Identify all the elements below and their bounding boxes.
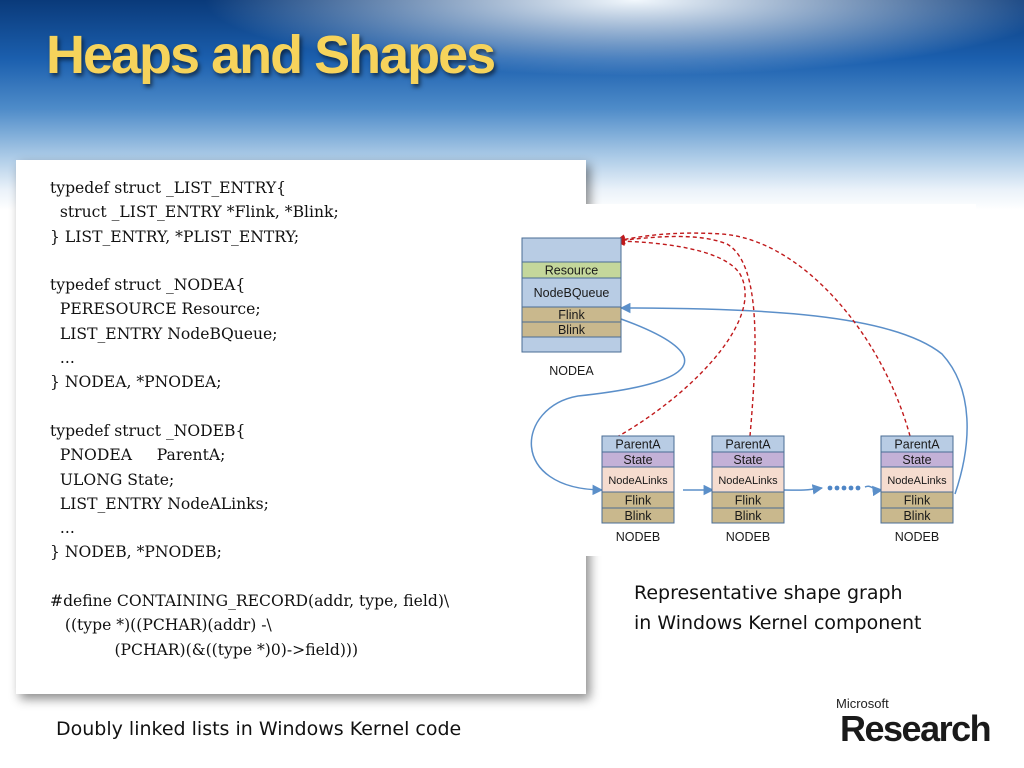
field-label: State [623, 453, 652, 467]
field-nodealinks [711, 466, 785, 493]
shape-graph-svg: ResourceNodeBQueueFlinkBlinkNODEAParentA… [521, 232, 968, 544]
field-label: ParentA [894, 438, 940, 452]
ellipsis-dot [834, 485, 840, 491]
code-caption: Doubly linked lists in Windows Kernel co… [56, 718, 462, 740]
code-line: } NODEB, *PNODEB; [50, 543, 222, 562]
link-nodea-flink-to-nodeb1 [530, 318, 686, 496]
ellipsis-dot [855, 485, 861, 491]
code-line: ... [50, 519, 75, 538]
field-label: Flink [735, 494, 762, 508]
ellipsis-dots [827, 485, 861, 491]
field-label: Blink [734, 509, 762, 523]
field-blink [711, 507, 785, 524]
field-label: Resource [545, 264, 599, 278]
field-label: Blink [624, 509, 652, 523]
link-parenta1-to-nodea [603, 236, 746, 445]
code-line: struct _LIST_ENTRY *Flink, *Blink; [50, 203, 339, 222]
field-label: Flink [625, 494, 652, 508]
field-nodebqueue [521, 277, 622, 308]
link-nodeb3-to-nodea-queue [619, 302, 968, 495]
caption-line-1: Representative shape graph [634, 582, 903, 604]
code-line: LIST_ENTRY NodeALinks; [50, 494, 269, 513]
node-type-label: NODEB [895, 530, 939, 544]
field-label: ParentA [615, 438, 661, 452]
node-type-label: NODEA [549, 364, 594, 378]
field-label: Flink [558, 308, 585, 322]
field-label: NodeALinks [608, 475, 668, 487]
code-line: ((type *)((PCHAR)(addr) -\ [50, 616, 272, 635]
field-blank [521, 237, 622, 263]
field-label: NodeALinks [718, 475, 778, 487]
microsoft-research-logo: Microsoft Research [836, 696, 1006, 754]
field-label: NodeALinks [887, 475, 947, 487]
field-label: Blink [903, 509, 931, 523]
field-label: State [733, 453, 762, 467]
ellipsis-dot [841, 485, 847, 491]
logo-microsoft-text: Microsoft [836, 696, 889, 711]
link-nodeb2-to-dots [782, 484, 824, 495]
code-line: typedef struct _NODEB{ [50, 421, 246, 440]
code-line: ULONG State; [50, 470, 175, 489]
diagram-links [530, 232, 968, 497]
code-panel: typedef struct _LIST_ENTRY{ struct _LIST… [16, 160, 586, 694]
shape-graph-caption: Representative shape graph in Windows Ker… [634, 578, 921, 638]
field-label: Flink [904, 494, 931, 508]
node-type-label: NODEB [616, 530, 660, 544]
field-blink [601, 507, 675, 524]
code-line: LIST_ENTRY NodeBQueue; [50, 324, 278, 343]
caption-line-2: in Windows Kernel component [634, 612, 922, 634]
node-type-label: NODEB [726, 530, 770, 544]
code-line: PERESOURCE Resource; [50, 300, 261, 319]
code-line: typedef struct _LIST_ENTRY{ [50, 179, 287, 197]
code-line: #define CONTAINING_RECORD(addr, type, fi… [50, 592, 450, 611]
ellipsis-dot [848, 485, 854, 491]
code-line: (PCHAR)(&((type *)0)->field))) [50, 640, 359, 659]
field-blink [880, 507, 954, 524]
link-parenta2-to-nodea [615, 235, 756, 437]
field-blank [521, 336, 622, 353]
ellipsis-dot [827, 485, 833, 491]
code-line: typedef struct _NODEA{ [50, 276, 246, 295]
code-listing: typedef struct _LIST_ENTRY{ struct _LIST… [50, 176, 449, 662]
field-nodealinks [880, 466, 954, 493]
logo-research-text: Research [840, 708, 992, 749]
slide-title: Heaps and Shapes [46, 25, 496, 85]
link-parenta3-to-nodea [615, 232, 911, 437]
field-label: ParentA [725, 438, 771, 452]
link-dots-to-nodeb3 [864, 485, 884, 497]
code-line: } LIST_ENTRY, *PLIST_ENTRY; [50, 227, 300, 246]
diagram-nodes: ResourceNodeBQueueFlinkBlinkNODEAParentA… [521, 237, 954, 544]
code-line: } NODEA, *PNODEA; [50, 373, 222, 392]
field-label: NodeBQueue [534, 286, 610, 300]
code-line: ... [50, 349, 75, 368]
code-line: PNODEA ParentA; [50, 446, 226, 465]
field-label: State [902, 453, 931, 467]
field-label: Blink [558, 323, 586, 337]
